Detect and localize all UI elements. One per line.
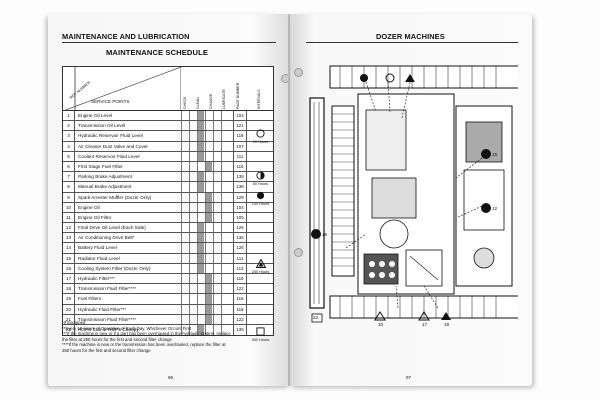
right-page: DOZER MACHINES — [290, 14, 532, 386]
service-points-heading: SERVICE POINTS — [91, 99, 130, 104]
intervals-heading: INTERVALS — [257, 89, 261, 109]
dozer-diagram: 22 10 17 19 15 12 16 — [306, 58, 521, 330]
page-number: 97 — [406, 375, 412, 380]
callout-label: 16 — [322, 232, 328, 237]
footnote: ****If the machine is new or the transmi… — [62, 342, 226, 348]
footnote: *If Equipped — [62, 320, 86, 325]
page-number: 96 — [168, 375, 174, 380]
left-page-header: MAINTENANCE AND LUBRICATION — [62, 32, 190, 41]
page-number-heading: PAGE NUMBER — [236, 82, 240, 109]
lubricate-heading: LUBRICATE — [222, 89, 226, 109]
callout-label: 15 — [492, 152, 498, 157]
interval-500h: 500 Hours — [247, 327, 274, 343]
footnote: ***If the machine is new or if a part ha… — [62, 331, 231, 337]
change-heading: CHANGE — [209, 93, 213, 109]
clean-heading: CLEAN — [196, 97, 200, 109]
table-title: MAINTENANCE SCHEDULE — [106, 48, 208, 57]
interval-100h: 100 Hours — [247, 191, 274, 207]
header-rule — [62, 42, 276, 43]
table-header: REF. NUMBER SERVICE POINTS CHECK CLEAN C… — [63, 67, 273, 111]
callout-label: 17 — [422, 322, 428, 327]
maintenance-schedule-table: REF. NUMBER SERVICE POINTS CHECK CLEAN C… — [62, 66, 274, 342]
interval-50h: 50 Hours — [247, 171, 274, 187]
binder-hole — [294, 248, 303, 257]
check-heading: CHECK — [183, 96, 187, 109]
footnote: the filter at 250 hours for the first an… — [62, 336, 172, 342]
footnote: **Every 10 Hours of Operation of Each Da… — [62, 325, 192, 331]
callout-label: 12 — [492, 206, 498, 211]
circle-half-icon — [256, 171, 265, 180]
interval-10h: 10 Hours — [247, 129, 274, 145]
callout-label: 10 — [378, 322, 384, 327]
binder-hole — [294, 68, 303, 77]
callout-label: 19 — [444, 322, 450, 327]
callout-label: 22 — [313, 315, 319, 320]
header-diagonal — [63, 67, 181, 111]
square-icon — [256, 327, 265, 336]
open-manual: MAINTENANCE AND LUBRICATION MAINTENANCE … — [48, 14, 532, 386]
dozer-top-view-illustration — [309, 65, 521, 323]
footnote: 250 hours for the first and second filte… — [62, 347, 151, 353]
circle-filled-icon — [256, 191, 265, 200]
triangle-icon — [255, 258, 266, 268]
footnotes: *If Equipped **Every 10 Hours of Operati… — [62, 320, 282, 354]
interval-250h: 250 Hours — [247, 258, 274, 275]
left-page: MAINTENANCE AND LUBRICATION MAINTENANCE … — [48, 14, 290, 386]
right-page-header: DOZER MACHINES — [376, 32, 445, 41]
header-rule — [306, 42, 518, 43]
circle-open-icon — [256, 129, 265, 138]
